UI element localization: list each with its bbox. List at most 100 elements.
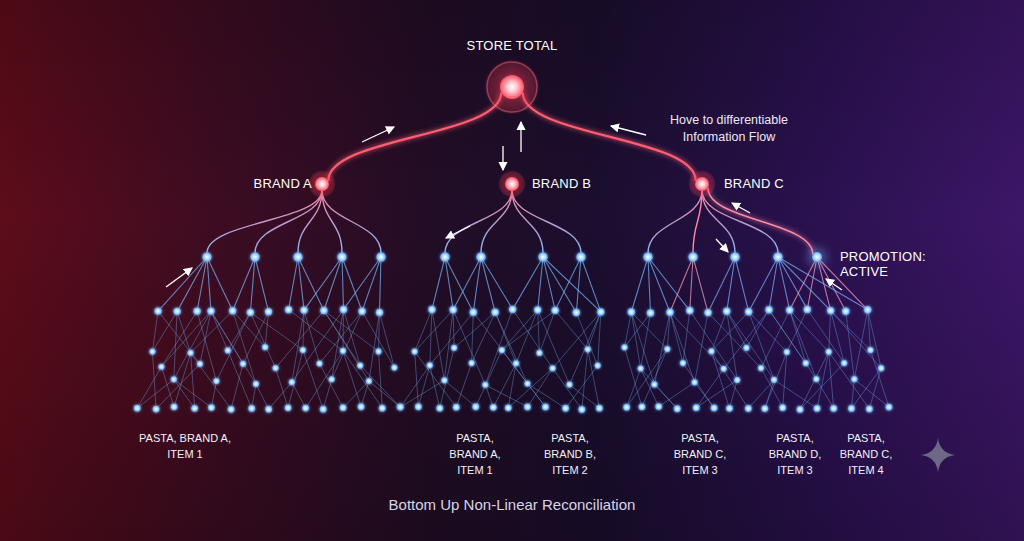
tree-link xyxy=(298,257,324,311)
tree-link xyxy=(831,311,871,350)
tree-link xyxy=(641,313,651,369)
tree-link xyxy=(161,311,211,367)
flow-connector xyxy=(708,188,813,255)
tree-link xyxy=(790,310,806,363)
tree-link xyxy=(870,350,888,407)
tree-link xyxy=(369,312,380,381)
tree-dot xyxy=(316,360,322,366)
tree-dot xyxy=(711,405,718,412)
tree-dot xyxy=(745,308,752,315)
tree-link xyxy=(783,352,787,408)
tree-dot xyxy=(229,307,236,314)
brand-branch xyxy=(298,190,322,253)
tree-link xyxy=(430,365,440,408)
tree-dot xyxy=(761,405,768,412)
tree-dot xyxy=(191,405,198,412)
flow-arrows xyxy=(166,122,842,290)
tree-dot xyxy=(469,360,475,366)
tree-dot xyxy=(813,376,819,382)
tree-link xyxy=(667,312,670,349)
tree-dot xyxy=(638,365,644,371)
tree-dot xyxy=(302,405,309,412)
tree-dot xyxy=(285,306,292,313)
tree-link xyxy=(683,311,690,363)
tree-link xyxy=(690,311,737,380)
tree-link xyxy=(774,380,817,409)
brand-branch xyxy=(207,190,322,253)
tree-dot xyxy=(686,307,693,314)
tree-link xyxy=(430,310,432,366)
flow-arrow xyxy=(502,146,503,170)
tree-dot xyxy=(566,381,572,387)
tree-dot xyxy=(647,309,654,316)
tree-dot xyxy=(391,364,397,370)
tree-dot xyxy=(691,379,697,385)
tree-link xyxy=(228,350,252,408)
tree-link xyxy=(735,257,749,312)
tree-dot xyxy=(745,405,752,412)
tree-dot xyxy=(397,403,404,410)
tree-link xyxy=(712,351,730,408)
tree-link xyxy=(174,311,211,379)
tree-link xyxy=(869,368,881,409)
tree-link xyxy=(177,311,190,353)
tree-link xyxy=(380,257,381,312)
tree-dot xyxy=(878,365,884,371)
tree-link xyxy=(769,257,778,310)
tree-link xyxy=(790,310,829,352)
tree-dot xyxy=(573,309,580,316)
tree-link xyxy=(588,349,600,408)
tree-link xyxy=(696,380,737,408)
hierarchy-node: PROMOTION: ACTIVE xyxy=(812,252,822,262)
tree-link xyxy=(456,363,471,407)
tree-dot xyxy=(358,403,365,410)
tree-dot xyxy=(225,347,231,353)
tree-dot xyxy=(265,406,272,413)
tree-link xyxy=(304,257,342,310)
tree-link xyxy=(648,257,690,311)
item-label: PASTA, BRAND C, ITEM 3 xyxy=(668,430,732,478)
tree-links xyxy=(137,257,889,409)
tree-link xyxy=(265,312,268,347)
tree-link xyxy=(440,348,454,408)
tree-dot xyxy=(628,308,635,315)
tree-link xyxy=(829,352,834,409)
tree-dot xyxy=(779,404,786,411)
tree-dot xyxy=(340,348,346,354)
tree-link xyxy=(174,379,212,407)
tree-dot xyxy=(534,306,541,313)
tree-dot xyxy=(651,381,657,387)
hierarchy-node: BRAND A xyxy=(315,177,329,191)
tree-link xyxy=(481,257,513,309)
flow-arrow xyxy=(716,239,728,252)
tree-dot xyxy=(300,306,307,313)
tree-link xyxy=(255,257,269,312)
tree-link xyxy=(292,382,306,408)
tree-dot xyxy=(149,349,155,355)
tree-dot xyxy=(436,405,443,412)
tree-dot xyxy=(285,404,292,411)
tree-link xyxy=(485,385,527,407)
tree-dot xyxy=(476,252,485,261)
tree-link xyxy=(343,351,382,408)
tree-link xyxy=(695,313,708,383)
tree-dot xyxy=(597,308,604,315)
tree-link xyxy=(816,379,833,408)
tree-dot xyxy=(415,403,422,410)
tree-link xyxy=(769,310,816,379)
tree-link xyxy=(298,257,304,310)
tree-dot xyxy=(337,252,346,261)
tree-link xyxy=(361,381,369,407)
tree-link xyxy=(250,257,255,312)
tree-link xyxy=(708,257,735,313)
tree-dot xyxy=(240,361,246,367)
tree-link xyxy=(191,353,231,409)
tree-dot xyxy=(623,404,630,411)
node-halo xyxy=(807,247,827,267)
tree-link xyxy=(197,257,207,311)
node-shape xyxy=(812,252,822,262)
tree-link xyxy=(516,310,538,363)
tree-link xyxy=(553,368,582,409)
brand-branch xyxy=(445,190,512,253)
tree-link xyxy=(598,312,601,366)
